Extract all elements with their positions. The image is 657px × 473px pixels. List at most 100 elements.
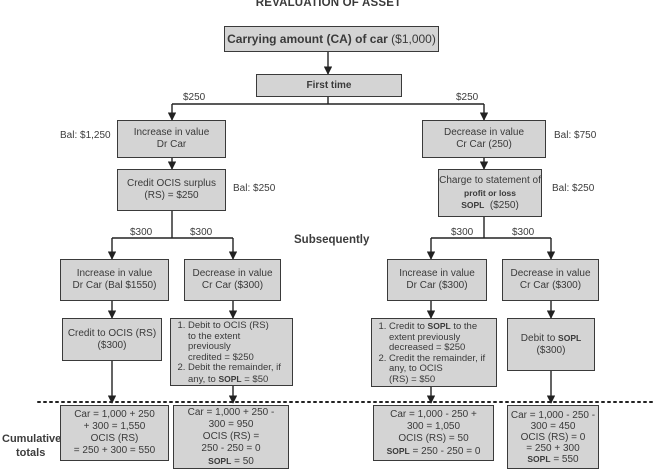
total4-line2: 300 = 450 bbox=[530, 420, 576, 432]
total4-line4: = 250 + 300 bbox=[526, 442, 580, 454]
total1-line4: = 250 + 300 = 550 bbox=[73, 445, 156, 456]
right-sub-increase-line2: Dr Car ($300) bbox=[406, 280, 468, 291]
debit-item1-line4: credited = $250 bbox=[188, 351, 254, 363]
total2-line3: OCIS (RS) = bbox=[202, 430, 260, 442]
total-box-4: Car = 1,000 - 250 - 300 = 450 OCIS (RS) … bbox=[507, 405, 599, 469]
credit-ocis-line1: Credit to OCIS (RS) bbox=[67, 327, 157, 339]
credit-ocis-box: Credit to OCIS (RS) ($300) bbox=[62, 318, 162, 361]
credit-sopl-item-1: Credit to SOPL to the extent previously … bbox=[389, 321, 493, 354]
right-sub-increase-box: Increase in value Dr Car ($300) bbox=[387, 259, 487, 301]
right-charge-sopl: SOPL bbox=[461, 199, 485, 210]
total4-sopl: SOPL bbox=[527, 453, 551, 464]
total4-sopl-value: = 550 bbox=[553, 453, 579, 465]
right-sub-decrease-box: Decrease in value Cr Car ($300) bbox=[502, 259, 599, 301]
debit-sopl-keyword: SOPL bbox=[558, 333, 582, 343]
total2-line4: 250 - 250 = 0 bbox=[201, 442, 261, 454]
debit-item1-line1: Debit to OCIS (RS) bbox=[188, 320, 269, 331]
right-decrease-line1: Decrease in value bbox=[443, 127, 525, 138]
left-sub-decrease-box: Decrease in value Cr Car ($300) bbox=[184, 259, 281, 301]
credit-item2-line3: (RS) = $50 bbox=[389, 373, 436, 385]
first-time-label: First time bbox=[306, 79, 352, 91]
debit-sopl-box: Debit to SOPL ($300) bbox=[507, 318, 595, 371]
credit-item1-line3: decreased = $250 bbox=[389, 342, 466, 353]
credit-ocis-line2: ($300) bbox=[97, 339, 127, 351]
root-value: ($1,000) bbox=[391, 32, 436, 46]
left-sub-decrease-line1: Decrease in value bbox=[192, 268, 273, 279]
right-charge-line1: Charge to statement of bbox=[439, 174, 541, 186]
total2-line2: 300 = 950 bbox=[208, 418, 254, 430]
left-sub-decrease-line2: Cr Car ($300) bbox=[201, 280, 264, 291]
total3-sopl-value: = 250 - 250 = 0 bbox=[412, 445, 481, 457]
total3-line2: 300 = 1,050 bbox=[406, 420, 461, 432]
total3-line1: Car = 1,000 - 250 + bbox=[390, 408, 477, 420]
left-increase-balance: Bal: $1,250 bbox=[60, 130, 111, 141]
diagram-title: REVALUATION OF ASSET bbox=[255, 0, 402, 9]
right-sub-decrease-line2: Cr Car ($300) bbox=[519, 280, 582, 291]
branch-amount-sub-1: $300 bbox=[130, 227, 153, 238]
right-charge-box: Charge to statement of profit or loss SO… bbox=[438, 169, 542, 217]
total2-sopl-value: = 50 bbox=[234, 455, 254, 467]
total-box-2: Car = 1,000 + 250 - 300 = 950 OCIS (RS) … bbox=[173, 405, 289, 469]
credit-sopl-list-box: Credit to SOPL to the extent previously … bbox=[371, 318, 497, 387]
debit-ocis-item-1: Debit to OCIS (RS) to the extent previou… bbox=[188, 320, 289, 363]
debit-ocis-list: Debit to OCIS (RS) to the extent previou… bbox=[175, 320, 289, 385]
left-increase-line2: Dr Car bbox=[156, 139, 187, 150]
credit-item2-line2: any, to OCIS bbox=[389, 363, 443, 374]
branch-amount-right: $250 bbox=[456, 92, 479, 103]
cumulative-totals-label: Cumulative totals bbox=[2, 432, 61, 460]
left-increase-line1: Increase in value bbox=[133, 127, 210, 138]
left-ocis-balance: Bal: $250 bbox=[233, 183, 276, 194]
total1-line3: OCIS (RS) bbox=[90, 433, 139, 444]
right-charge-line2: profit or loss bbox=[464, 187, 516, 198]
right-charge-value: ($250) bbox=[489, 199, 519, 211]
debit-ocis-item-2: Debit the remainder, if any, to SOPL = $… bbox=[188, 362, 289, 385]
left-ocis-line2: (RS) = $250 bbox=[144, 190, 199, 201]
credit-item1-post: to the bbox=[450, 321, 478, 332]
total3-sopl: SOPL bbox=[386, 445, 410, 456]
right-sub-decrease-line1: Decrease in value bbox=[510, 268, 591, 279]
credit-sopl-item-2: Credit the remainder, if any, to OCIS (R… bbox=[389, 352, 493, 386]
left-ocis-line1: Credit OCIS surplus bbox=[127, 178, 216, 189]
right-decrease-balance: Bal: $750 bbox=[554, 130, 597, 141]
left-ocis-box: Credit OCIS surplus (RS) = $250 bbox=[117, 169, 226, 211]
debit-sopl-value: ($300) bbox=[536, 345, 566, 356]
total4-line3: OCIS (RS) = 0 bbox=[520, 431, 586, 443]
credit-sopl-list: Credit to SOPL to the extent previously … bbox=[376, 321, 493, 385]
debit-item2-pre: any, to bbox=[188, 373, 219, 385]
branch-amount-sub-4: $300 bbox=[512, 227, 535, 238]
total2-line1: Car = 1,000 + 250 - bbox=[187, 406, 275, 418]
right-decrease-box: Decrease in value Cr Car (250) bbox=[422, 120, 546, 158]
first-time-box: First time bbox=[256, 74, 402, 97]
debit-item1-line2: to the extent bbox=[188, 330, 241, 342]
total3-line3: OCIS (RS) = 50 bbox=[398, 432, 469, 444]
total4-line1: Car = 1,000 - 250 - bbox=[510, 409, 596, 421]
debit-item2-sopl: SOPL bbox=[218, 373, 242, 384]
total1-line1: Car = 1,000 + 250 bbox=[74, 409, 155, 420]
credit-item1-pre: Credit to bbox=[389, 321, 428, 332]
right-decrease-line2: Cr Car (250) bbox=[456, 139, 512, 150]
left-sub-increase-box: Increase in value Dr Car (Bal $1550) bbox=[60, 259, 169, 301]
total2-sopl: SOPL bbox=[208, 455, 232, 466]
branch-amount-sub-2: $300 bbox=[190, 227, 213, 238]
branch-amount-left: $250 bbox=[183, 92, 206, 103]
credit-item2-line1: Credit the remainder, if bbox=[389, 352, 486, 364]
right-sub-increase-line1: Increase in value bbox=[399, 268, 475, 279]
credit-item1-line2: extent previously bbox=[389, 331, 461, 343]
left-sub-increase-line2: Dr Car (Bal $1550) bbox=[72, 280, 157, 291]
left-increase-box: Increase in value Dr Car bbox=[117, 120, 226, 158]
root-label: Carrying amount (CA) of car bbox=[227, 32, 388, 46]
credit-item1-sopl: SOPL bbox=[427, 321, 451, 331]
debit-ocis-list-box: Debit to OCIS (RS) to the extent previou… bbox=[170, 318, 293, 386]
total1-line2: + 300 = 1,550 bbox=[83, 421, 146, 432]
debit-item1-line3: previously bbox=[188, 341, 231, 352]
debit-item2-post: = $50 bbox=[241, 373, 269, 385]
debit-item2-line1: Debit the remainder, if bbox=[188, 362, 281, 373]
subsequently-label: Subsequently bbox=[294, 234, 370, 246]
cumulative-line2: totals bbox=[16, 447, 46, 459]
cumulative-line1: Cumulative bbox=[2, 433, 62, 445]
left-sub-increase-line1: Increase in value bbox=[76, 268, 153, 279]
total-box-3: Car = 1,000 - 250 + 300 = 1,050 OCIS (RS… bbox=[373, 405, 494, 461]
root-box: Carrying amount (CA) of car ($1,000) bbox=[224, 26, 439, 52]
right-charge-balance: Bal: $250 bbox=[552, 183, 595, 194]
